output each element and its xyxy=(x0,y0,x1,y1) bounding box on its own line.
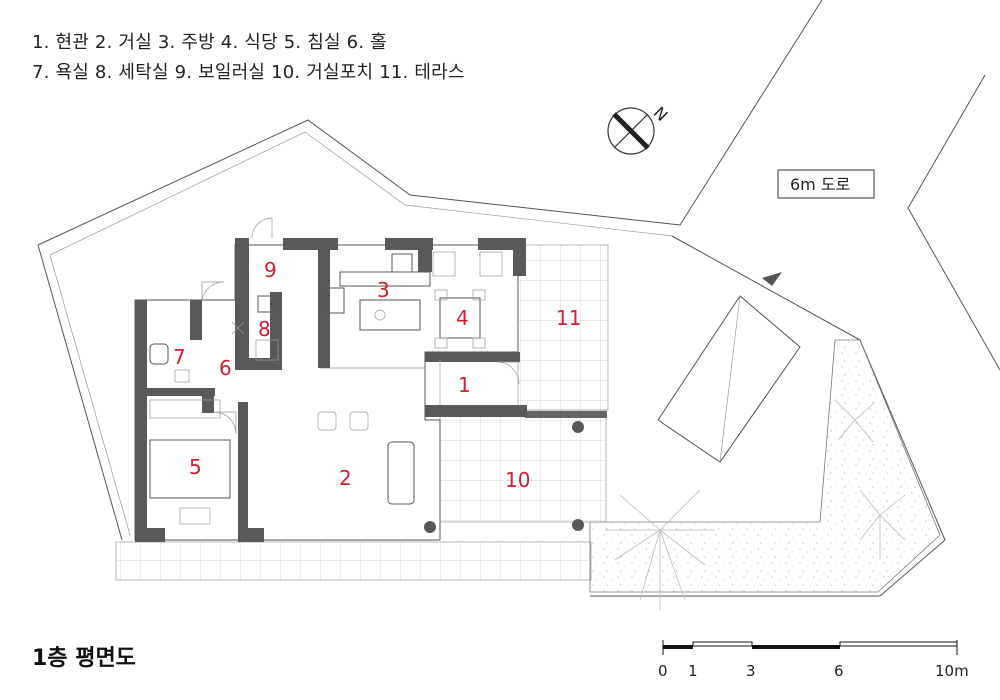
entrance-door xyxy=(496,361,520,385)
scale-tick-3: 3 xyxy=(746,662,756,680)
scale-tick-6: 6 xyxy=(834,662,844,680)
kitchen-island xyxy=(359,299,421,331)
gravel-area xyxy=(589,339,941,593)
scale-tick-10m: 10m xyxy=(935,662,969,680)
room-number-1: 1 xyxy=(458,373,471,397)
sofa xyxy=(387,441,415,505)
site-boundary-west xyxy=(37,244,123,541)
column xyxy=(424,521,436,533)
road-label-box xyxy=(777,169,875,199)
scale-tick-0: 0 xyxy=(658,662,668,680)
front-path-tiles xyxy=(115,541,592,581)
walls xyxy=(135,238,527,542)
room-number-7: 7 xyxy=(173,345,186,369)
road-edge-east xyxy=(907,74,1000,371)
north-label: N xyxy=(650,103,672,125)
bed xyxy=(149,439,231,499)
legend-line-1: 1. 현관 2. 거실 3. 주방 4. 식당 5. 침실 6. 홀 xyxy=(32,32,387,53)
north-arrow-icon xyxy=(607,107,655,155)
road-label: 6m 도로 xyxy=(790,175,850,194)
room-number-4: 4 xyxy=(456,306,469,330)
toilet xyxy=(149,343,169,365)
site-boundary xyxy=(37,0,823,246)
tree-symbol xyxy=(605,399,906,610)
room-number-6: 6 xyxy=(219,356,232,380)
parking-outline xyxy=(657,295,801,463)
room-number-10: 10 xyxy=(505,468,530,492)
stove xyxy=(391,253,413,273)
room-number-11: 11 xyxy=(556,306,581,330)
room-number-8: 8 xyxy=(258,317,271,341)
kitchen-counter xyxy=(339,271,431,287)
road-arrow xyxy=(762,272,782,286)
room-number-3: 3 xyxy=(377,278,390,302)
scale-bar xyxy=(662,640,958,655)
legend-line-2: 7. 욕실 8. 세탁실 9. 보일러실 10. 거실포치 11. 테라스 xyxy=(32,62,465,83)
page-title: 1층 평면도 xyxy=(32,646,136,671)
washing-machine xyxy=(257,295,275,313)
room-number-9: 9 xyxy=(264,258,277,282)
site-boundary-inner xyxy=(49,131,673,256)
scale-tick-1: 1 xyxy=(688,662,698,680)
dining-table xyxy=(439,297,481,339)
room-number-2: 2 xyxy=(339,466,352,490)
room-number-5: 5 xyxy=(189,455,202,479)
road-edge xyxy=(671,235,861,341)
